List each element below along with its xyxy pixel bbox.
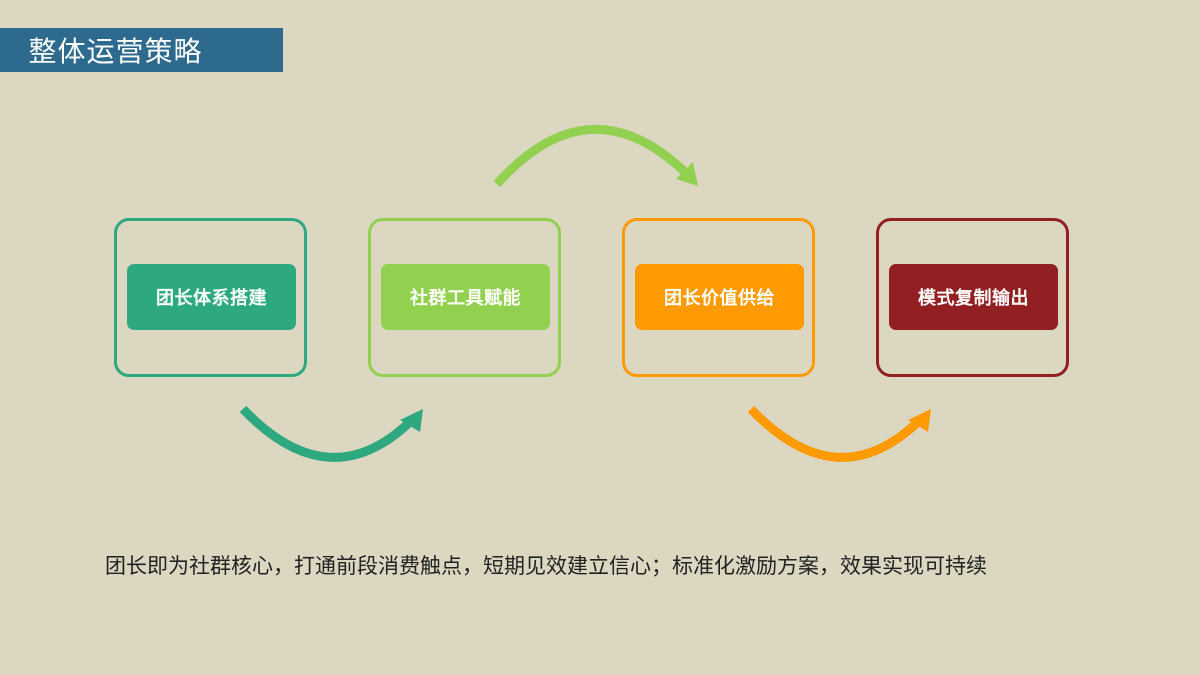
title-banner: 整体运营策略 [0, 28, 283, 72]
step-box-2: 社群工具赋能 [368, 218, 561, 377]
step-text-2: 社群工具赋能 [410, 288, 521, 309]
step-label-2: 社群工具赋能 [381, 264, 550, 330]
step-text-1: 团长体系搭建 [156, 288, 267, 309]
page-title: 整体运营策略 [28, 35, 203, 68]
step-text-3: 团长价值供给 [664, 288, 775, 309]
step-label-3: 团长价值供给 [635, 264, 804, 330]
step-box-4: 模式复制输出 [876, 218, 1069, 377]
step-text-4: 模式复制输出 [918, 288, 1029, 309]
step-label-4: 模式复制输出 [889, 264, 1058, 330]
summary-caption: 团长即为社群核心，打通前段消费触点，短期见效建立信心；标准化激励方案，效果实现可… [105, 554, 987, 578]
step-box-1: 团长体系搭建 [114, 218, 307, 377]
curved-arrow-icon-1 [239, 405, 423, 462]
step-box-3: 团长价值供给 [622, 218, 815, 377]
curved-arrow-icon-3 [747, 405, 931, 462]
step-label-1: 团长体系搭建 [127, 264, 296, 330]
curved-arrow-icon-2 [493, 125, 698, 188]
